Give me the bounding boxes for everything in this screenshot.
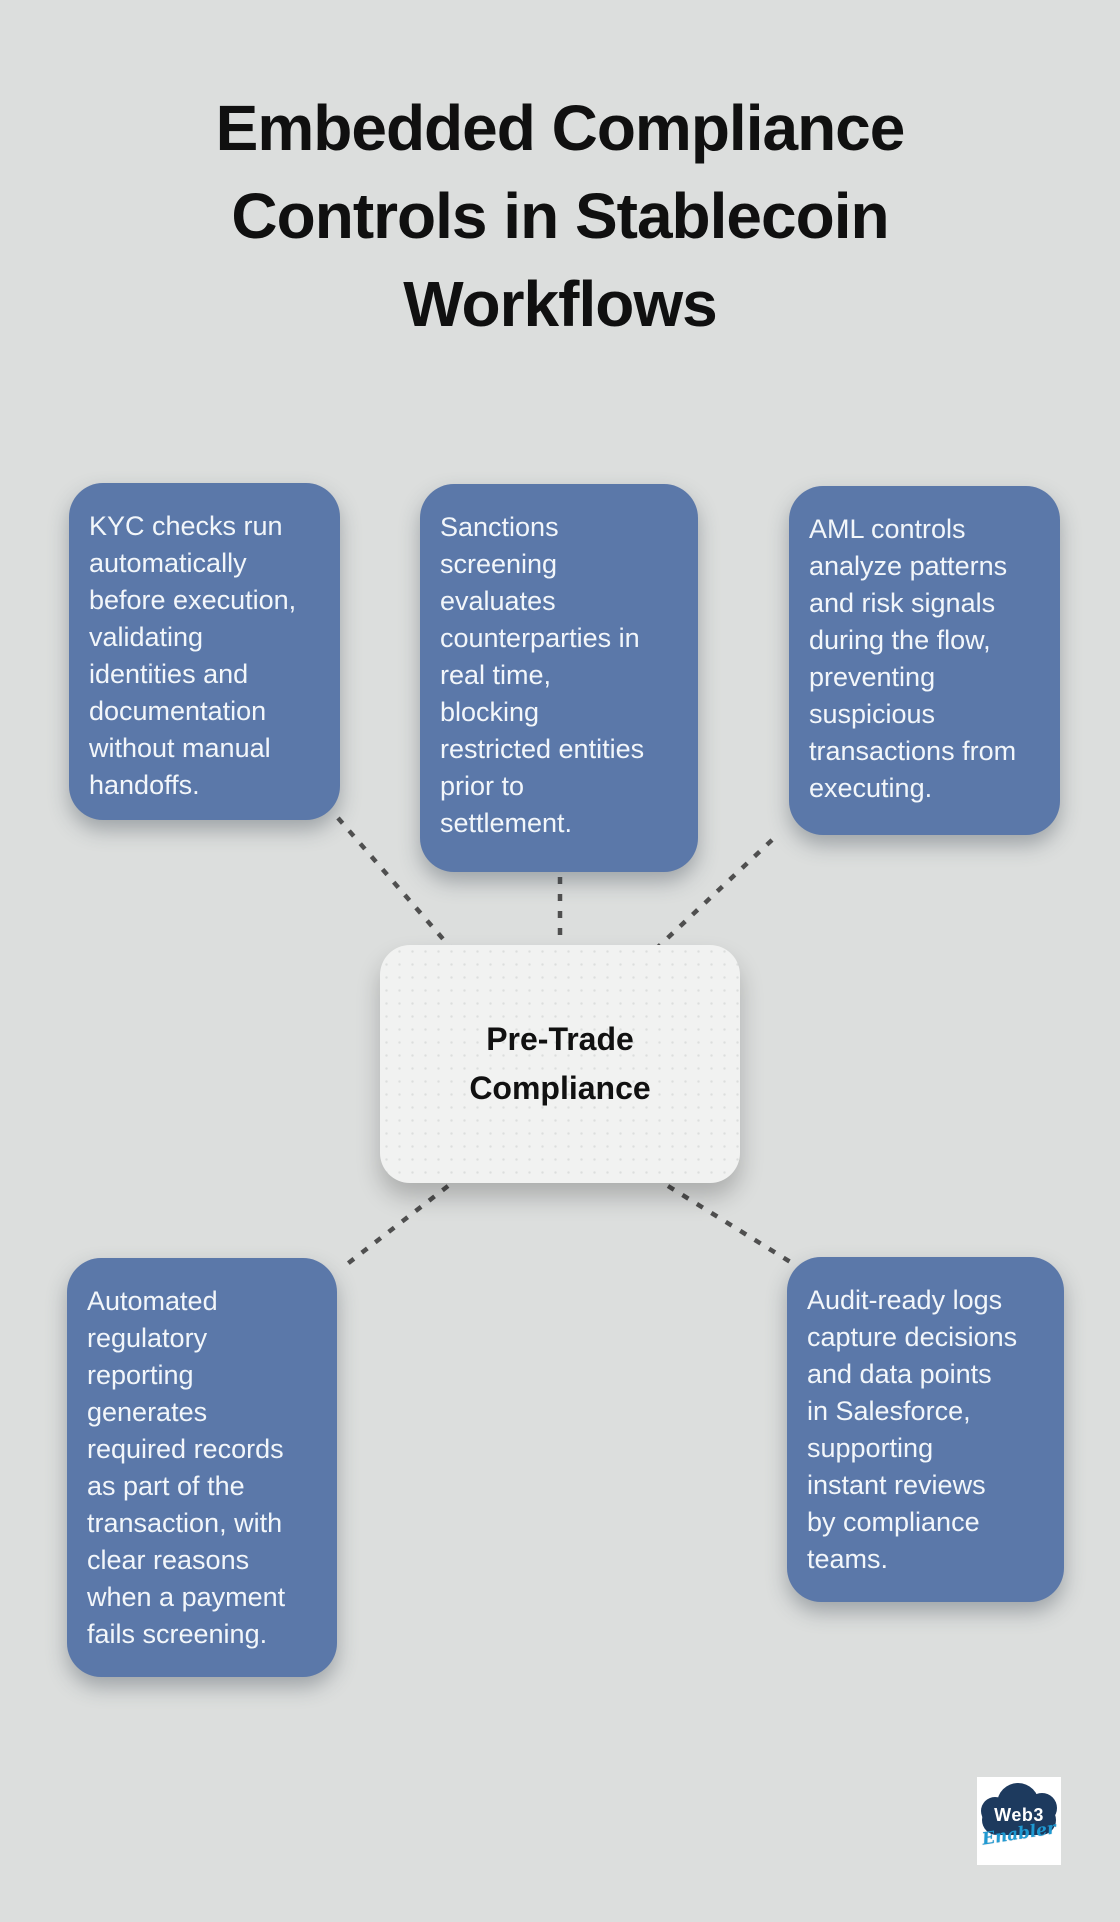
node-sanctions: Sanctions screening evaluates counterpar… [420,484,698,872]
node-audit: Audit-ready logs capture decisions and d… [787,1257,1064,1602]
connector-center-audit [666,1184,794,1265]
node-reporting: Automated regulatory reporting generates… [67,1258,337,1677]
brand-word: Web3 [994,1805,1044,1825]
center-node-pre-trade-compliance: Pre-Trade Compliance [380,945,740,1183]
brand-logo: Web3 Enabler [977,1777,1061,1865]
connector-center-reporting [340,1184,450,1270]
page-title: Embedded Compliance Controls in Stableco… [215,92,906,340]
cloud-icon [977,1783,1061,1839]
node-kyc: KYC checks run automatically before exec… [69,483,340,820]
node-aml: AML controls analyze patterns and risk s… [789,486,1060,835]
